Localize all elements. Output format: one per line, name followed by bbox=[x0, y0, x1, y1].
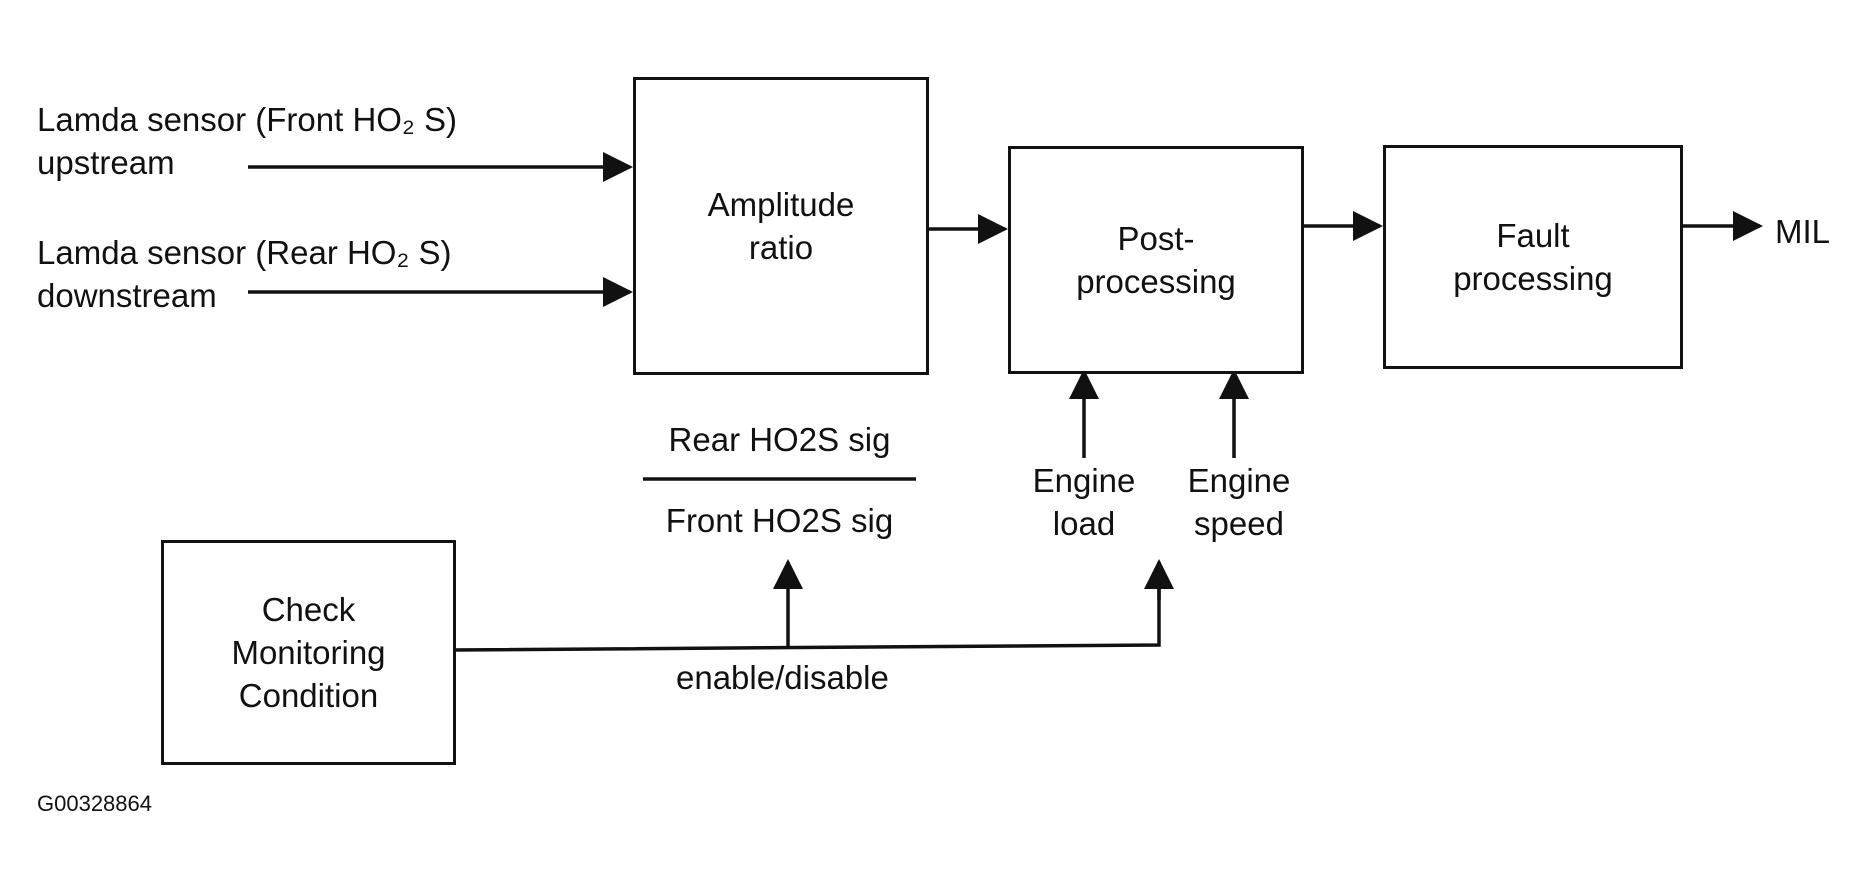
engine-speed-label: Engine speed bbox=[1187, 462, 1291, 542]
check-monitoring-label: Check Monitoring Condition bbox=[231, 591, 386, 714]
rear-sensor-label: Lamda sensor (Rear HO₂ S) downstream bbox=[37, 234, 452, 314]
engine-load-label: Engine load bbox=[1032, 462, 1136, 542]
enable-disable-line bbox=[452, 562, 1161, 652]
post-processing-label: Post- processing bbox=[1076, 220, 1236, 300]
enable-disable-label: enable/disable bbox=[676, 659, 889, 696]
front-sensor-label: Lamda sensor (Front HO₂ S) upstream bbox=[37, 101, 457, 181]
mil-output-label: MIL bbox=[1775, 213, 1831, 250]
amplitude-ratio-label: Amplitude ratio bbox=[707, 186, 855, 266]
amplitude-ratio-block: Amplitude ratio bbox=[633, 77, 929, 375]
post-processing-block: Post- processing bbox=[1008, 146, 1304, 374]
ratio-denominator: Front HO2S sig bbox=[665, 502, 894, 539]
fault-processing-block: Fault processing bbox=[1383, 145, 1683, 369]
check-monitoring-block: Check Monitoring Condition bbox=[161, 540, 456, 765]
fault-processing-label: Fault processing bbox=[1453, 217, 1613, 297]
ratio-numerator: Rear HO2S sig bbox=[668, 421, 891, 458]
figure-id: G00328864 bbox=[37, 791, 152, 816]
